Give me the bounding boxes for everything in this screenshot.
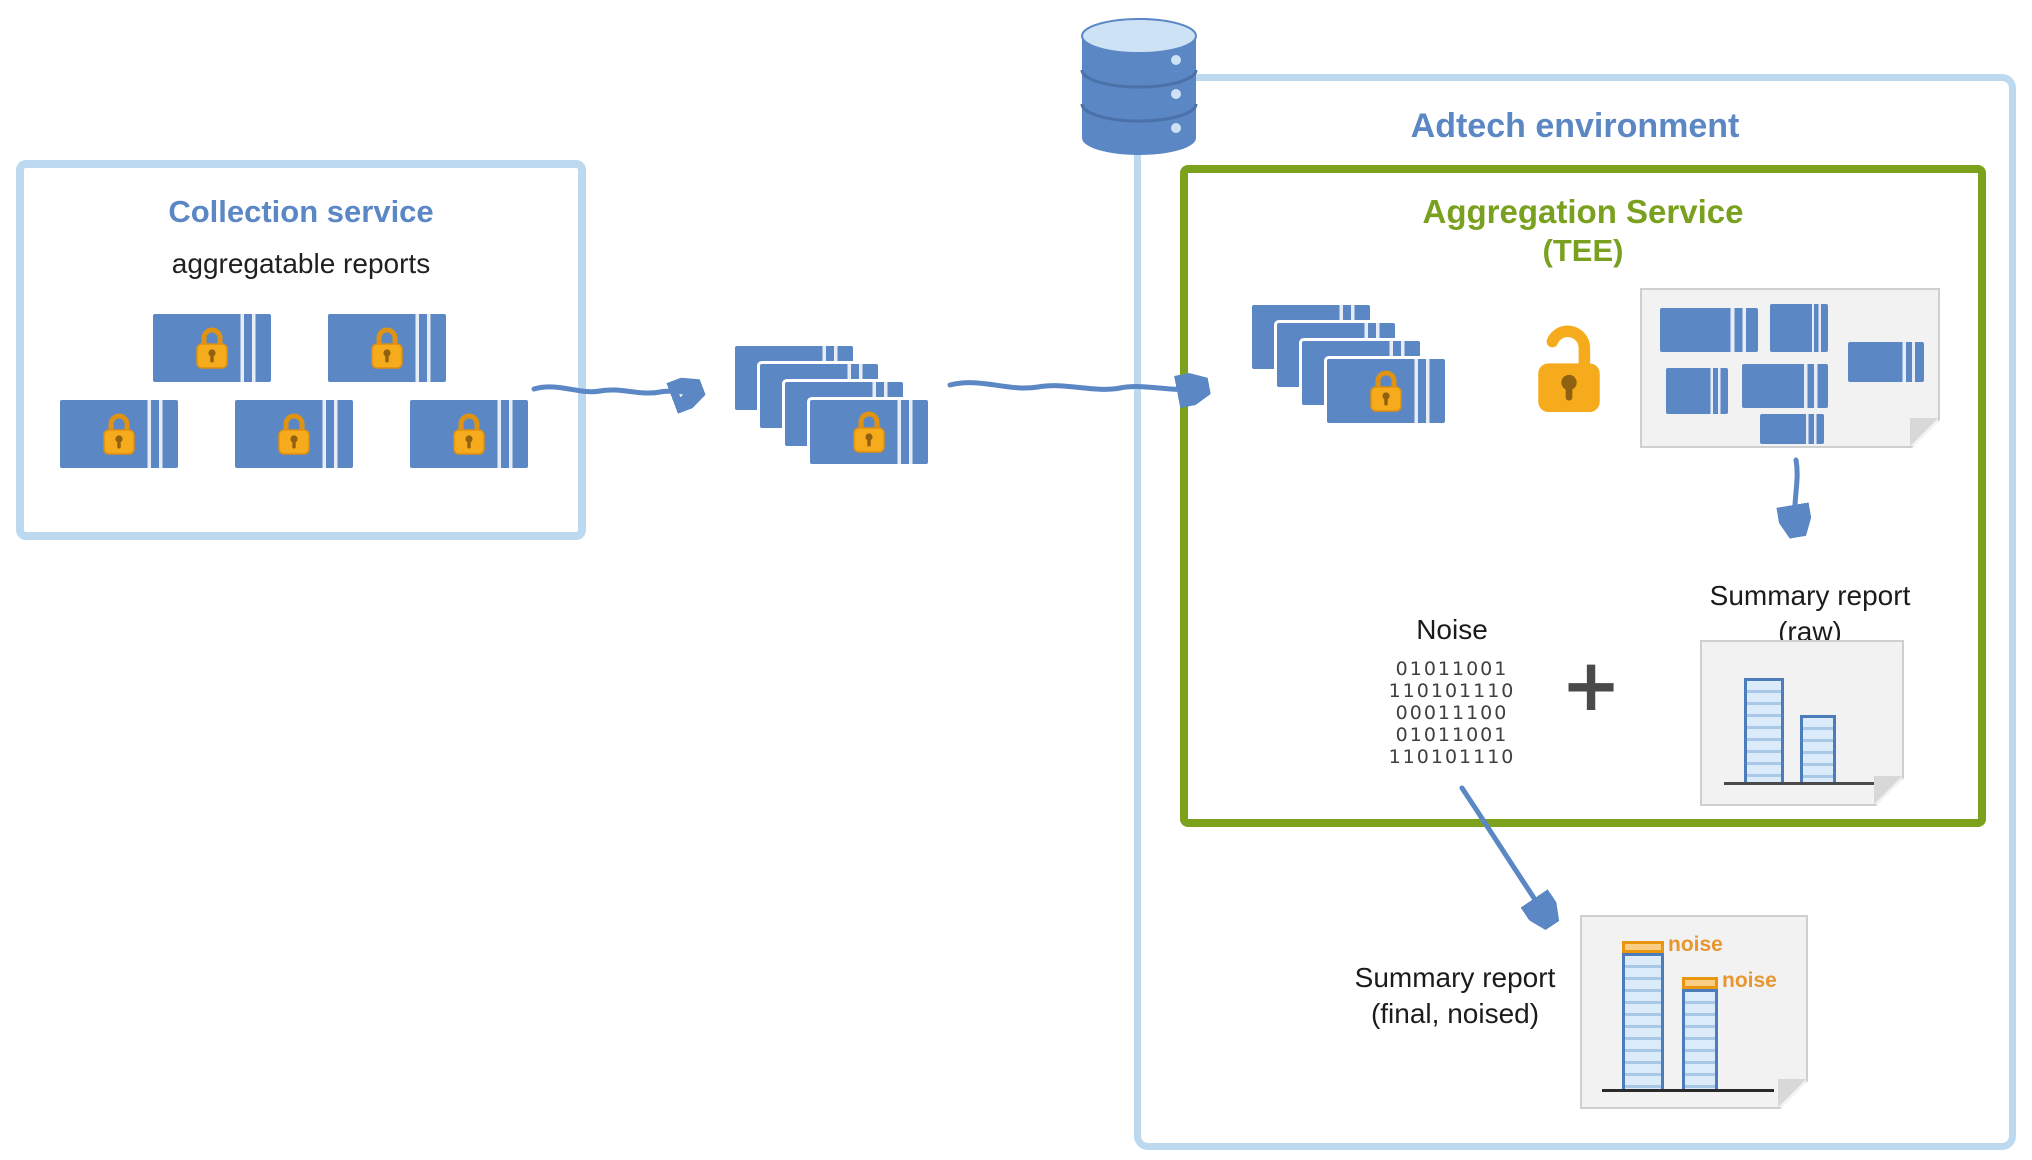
encrypted-report-batch: [735, 346, 935, 471]
noise-label: Noise: [1416, 614, 1488, 645]
noise-cap: [1622, 941, 1664, 953]
binary-line: 01011001: [1395, 658, 1509, 680]
adtech-environment-title: Adtech environment: [1410, 107, 1740, 145]
lock-closed-icon: [1370, 370, 1402, 412]
collection-service-subtitle: aggregatable reports: [171, 248, 431, 279]
chart-bar: [1682, 989, 1718, 1089]
lock-closed-icon: [371, 327, 403, 369]
encrypted-report-icon: [1327, 359, 1445, 423]
adtech-environment-box: Adtech environment: [1134, 74, 2016, 1150]
database-icon: [1080, 18, 1198, 155]
encrypted-report-icon: [410, 400, 528, 468]
label-line: (final, noised): [1370, 998, 1540, 1029]
summary-report-final-doc: noise noise: [1580, 915, 1808, 1109]
decrypted-report-icon: [1770, 304, 1828, 352]
binary-line: 00011100: [1395, 702, 1509, 724]
binary-line: 110101110: [1388, 746, 1516, 768]
binary-line: 110101110: [1388, 680, 1516, 702]
collection-service-title: Collection service: [168, 194, 434, 229]
decrypted-report-icon: [1760, 414, 1824, 444]
lock-closed-icon: [453, 413, 485, 455]
chart-bar: [1800, 715, 1836, 782]
encrypted-report-icon: [328, 314, 446, 382]
decrypted-report-icon: [1742, 364, 1828, 408]
chart-baseline: [1724, 782, 1884, 785]
chart-bar: [1744, 678, 1784, 782]
decrypted-report-icon: [1660, 308, 1758, 352]
chart-bar: [1622, 953, 1664, 1089]
aggregation-service-box: Aggregation Service (TEE): [1180, 165, 1986, 827]
encrypted-report-icon: [60, 400, 178, 468]
lock-open-icon: [1538, 325, 1600, 412]
lock-closed-icon: [278, 413, 310, 455]
label-line: Summary report: [1354, 962, 1556, 993]
summary-report-raw-doc: [1700, 640, 1904, 806]
noise-cap: [1682, 977, 1718, 989]
noise-caption: noise: [1722, 969, 1777, 992]
lock-closed-icon: [103, 413, 135, 455]
label-line: Summary report: [1709, 580, 1911, 611]
noise-caption: noise: [1668, 933, 1723, 956]
noise-binary-values: 01011001 110101110 00011100 01011001 110…: [1332, 658, 1572, 768]
summary-report-raw-label: Summary report (raw): [1660, 578, 1960, 650]
lock-closed-icon: [196, 327, 228, 369]
encrypted-report-icon: [153, 314, 271, 382]
lock-closed-icon: [853, 411, 885, 453]
binary-line: 01011001: [1395, 724, 1509, 746]
chart-baseline: [1602, 1089, 1774, 1092]
tee-encrypted-report-batch: [1252, 305, 1452, 430]
decrypted-report-icon: [1666, 368, 1728, 414]
plus-sign: +: [1560, 643, 1622, 727]
summary-report-final-label: Summary report (final, noised): [1300, 960, 1610, 1032]
decrypted-report-icon: [1848, 342, 1924, 382]
collection-service-box: Collection service aggregatable reports: [16, 160, 586, 540]
aggregation-service-title: Aggregation Service: [1422, 193, 1744, 230]
encrypted-report-icon: [810, 400, 928, 464]
encrypted-report-icon: [235, 400, 353, 468]
decrypted-reports-doc: [1640, 288, 1940, 448]
aggregation-service-subtitle: (TEE): [1542, 233, 1624, 268]
